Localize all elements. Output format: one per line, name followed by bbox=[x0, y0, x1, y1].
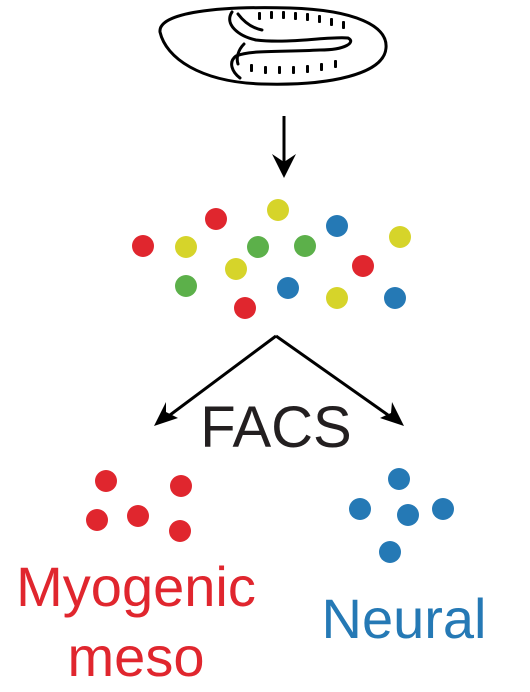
arrow-down bbox=[272, 116, 296, 178]
neural-label: Neural bbox=[322, 587, 487, 650]
arrow-right-branch-line bbox=[275, 334, 389, 417]
myogenic-label-line2: meso bbox=[68, 625, 205, 688]
cell-blue bbox=[388, 468, 410, 490]
arrow-right-branch-head bbox=[380, 402, 404, 426]
cell-red bbox=[169, 520, 191, 542]
cell-red bbox=[127, 505, 149, 527]
cell-blue bbox=[277, 277, 299, 299]
mixed-cell-population bbox=[132, 199, 411, 319]
embryo-fold-inner bbox=[236, 12, 264, 32]
cell-blue bbox=[384, 287, 406, 309]
cell-green bbox=[247, 236, 269, 258]
cell-red bbox=[234, 297, 256, 319]
sorted-population-neural bbox=[349, 468, 454, 563]
sorted-population-myogenic bbox=[86, 470, 192, 542]
cell-blue bbox=[397, 504, 419, 526]
cell-red bbox=[86, 509, 108, 531]
myogenic-label-line1: Myogenic bbox=[16, 555, 256, 618]
cell-green bbox=[175, 275, 197, 297]
arrow-left-branch-line bbox=[169, 334, 277, 417]
cell-yellow bbox=[175, 236, 197, 258]
embryo-illustration bbox=[158, 6, 388, 86]
cell-blue bbox=[349, 498, 371, 520]
cell-red bbox=[95, 470, 117, 492]
cell-blue bbox=[326, 215, 348, 237]
cell-red bbox=[170, 475, 192, 497]
embryo-fold-small bbox=[235, 42, 246, 66]
method-label: FACS bbox=[200, 395, 352, 460]
cell-blue bbox=[432, 498, 454, 520]
cell-red bbox=[132, 235, 154, 257]
embryo-germband bbox=[228, 10, 353, 80]
arrow-branches bbox=[154, 334, 404, 426]
cell-yellow bbox=[326, 287, 348, 309]
cell-blue bbox=[379, 541, 401, 563]
cell-red bbox=[352, 255, 374, 277]
embryo-outline bbox=[158, 6, 388, 86]
arrow-left-branch-head bbox=[154, 402, 178, 426]
embryo-segment-marks bbox=[250, 11, 345, 74]
cell-yellow bbox=[267, 199, 289, 221]
cell-green bbox=[294, 235, 316, 257]
cell-red bbox=[205, 208, 227, 230]
cell-yellow bbox=[225, 258, 247, 280]
cell-yellow bbox=[389, 226, 411, 248]
